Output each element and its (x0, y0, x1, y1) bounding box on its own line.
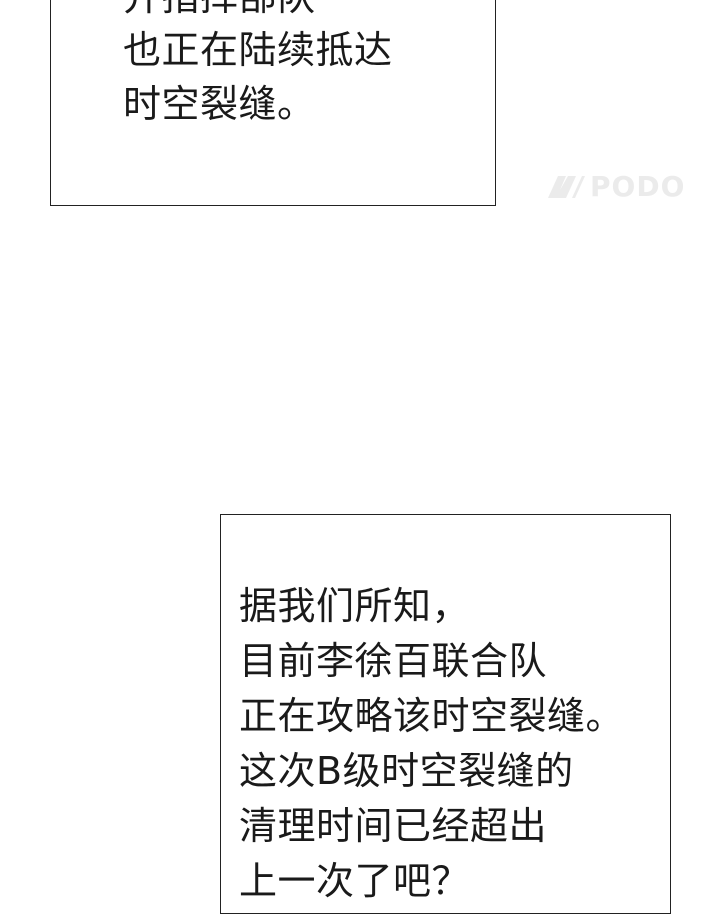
watermark-text: PODO (590, 170, 686, 203)
caption-line: 并指挥部队 (123, 0, 316, 16)
caption-line: 清理时间已经超出 (239, 804, 548, 848)
caption-line: 时空裂缝。 (123, 82, 316, 126)
caption-line: 目前李徐百联合队 (239, 639, 548, 683)
caption-box-bottom: 据我们所知， 目前李徐百联合队 正在攻略该时空裂缝。 这次B级时空裂缝的 清理时… (220, 514, 671, 914)
watermark: PODO (546, 170, 685, 203)
caption-box-top: 并指挥部队 也正在陆续抵达 时空裂缝。 (50, 0, 496, 206)
caption-line: 这次B级时空裂缝的 (239, 749, 574, 793)
caption-line: 正在攻略该时空裂缝。 (239, 694, 625, 738)
caption-line: 上一次了吧？ (239, 859, 471, 903)
podo-logo-icon (546, 174, 586, 200)
caption-line: 也正在陆续抵达 (123, 28, 393, 72)
caption-line: 据我们所知， (239, 584, 471, 628)
